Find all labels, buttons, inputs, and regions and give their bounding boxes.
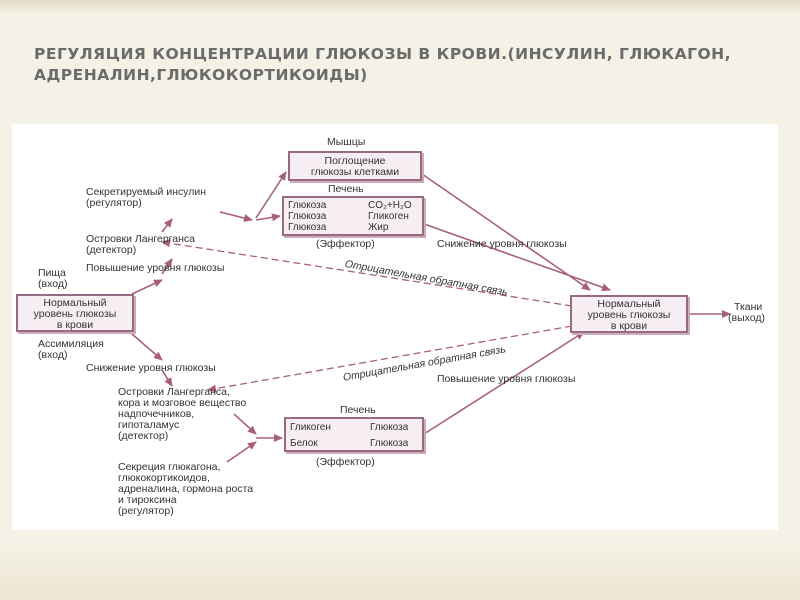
feedback-line-top (161, 239, 573, 307)
muscle-uptake-box: Поглощение глюкозы клетками (288, 151, 422, 181)
assimilation-input-1: Ассимиляция (38, 338, 104, 350)
normal-glucose-right-box: Нормальный уровень глюкозы в крови (570, 295, 688, 333)
effector-top-label: (Эффектор) (316, 238, 375, 250)
muscle-box-line-1: Поглощение (324, 155, 386, 167)
liver-bottom-row-1-to: Глюкоза (370, 422, 409, 433)
muscle-box-line-2: глюкозы клетками (310, 166, 400, 178)
arrow-to-muscles (255, 171, 287, 219)
normal-left-line-1: Нормальный (43, 297, 107, 309)
slide-title: РЕГУЛЯЦИЯ КОНЦЕНТРАЦИИ ГЛЮКОЗЫ В КРОВИ.(… (34, 45, 732, 84)
liver-bottom-box: Гликоген Глюкоза Белок Глюкоза (284, 417, 424, 452)
diagram-panel: Мышцы Поглощение глюкозы клетками Печень… (12, 124, 778, 530)
liver-top-label: Печень (328, 183, 364, 195)
feedback-line-bottom (207, 325, 573, 393)
tissues-output-1: Ткани (734, 301, 763, 313)
tissues-output-2: (выход) (728, 312, 765, 324)
insulin-label-2: (регулятор) (86, 197, 142, 209)
islets-bottom-3: надпочечников, (118, 408, 195, 420)
secretion-3: адреналина, гормона роста (118, 483, 254, 495)
muscles-label: Мышцы (327, 136, 366, 148)
food-input-2: (вход) (38, 278, 68, 290)
normal-left-line-2: уровень глюкозы (33, 308, 117, 320)
glucose-rise-right: Повышение уровня глюкозы (437, 373, 576, 385)
liver-top-row-1-from: Глюкоза (288, 200, 327, 211)
normal-right-line-2: уровень глюкозы (587, 309, 671, 321)
secretion-4: и тироксина (118, 494, 177, 506)
liver-bottom-row-2-from: Белок (290, 438, 318, 449)
food-input-1: Пища (38, 267, 66, 279)
islets-bottom-4: гипоталамус (118, 419, 180, 431)
effector-bottom-label: (Эффектор) (316, 456, 375, 468)
normal-right-line-1: Нормальный (597, 298, 661, 310)
secretion-5: (регулятор) (118, 505, 174, 517)
liver-top-row-1-to: CO₂+H₂O (368, 200, 412, 211)
secretion-1: Секреция глюкагона, (118, 461, 221, 473)
slide-bottom-band (0, 540, 800, 600)
liver-top-row-3-from: Глюкоза (288, 222, 327, 233)
arrow-insulin (219, 211, 253, 222)
arrow-rise-to-islets (161, 258, 173, 275)
glucose-drop-right: Снижение уровня глюкозы (437, 238, 567, 250)
liver-bottom-row-2-to: Глюкоза (370, 438, 409, 449)
arrow-drop-to-islets (161, 369, 173, 387)
normal-glucose-left-box: Нормальный уровень глюкозы в крови (16, 294, 134, 332)
liver-top-row-2-to: Гликоген (368, 211, 409, 222)
glucose-rise-left: Повышение уровня глюкозы (86, 262, 225, 274)
islets-bottom-2: кора и мозговое вещество (118, 397, 247, 409)
arrow-normal-to-drop (131, 333, 163, 361)
normal-left-line-3: в крови (56, 319, 94, 331)
arrow-normal-to-rise (131, 279, 163, 295)
islets-top-1: Островки Лангерганса (86, 233, 195, 245)
liver-bottom-row-1-from: Гликоген (290, 422, 331, 433)
liver-top-box: Глюкоза CO₂+H₂O Глюкоза Гликоген Глюкоза… (282, 196, 424, 236)
liver-top-row-3-to: Жир (368, 222, 389, 233)
normal-right-line-3: в крови (610, 320, 648, 332)
arrow-liver-to-normal (423, 223, 611, 292)
slide-top-band (0, 0, 800, 14)
liver-bottom-label: Печень (340, 404, 376, 416)
arrow-islets-to-insulin (161, 218, 173, 233)
islets-top-2: (детектор) (86, 244, 137, 256)
secretion-2: глюкокортикоидов, (118, 472, 210, 484)
arrow-muscles-to-normal (421, 173, 591, 291)
insulin-label-1: Секретируемый инсулин (86, 186, 206, 198)
assimilation-input-2: (вход) (38, 349, 68, 361)
arrow-secretion-to-liver (226, 441, 257, 463)
diagram-arrows (131, 171, 731, 463)
glucose-drop-left: Снижение уровня глюкозы (86, 362, 216, 374)
arrow-islets-to-liver (233, 413, 257, 435)
islets-bottom-1: Островки Лангерганса, (118, 386, 230, 398)
islets-bottom-5: (детектор) (118, 430, 169, 442)
arrow-to-liver-top (255, 213, 281, 222)
liver-top-row-2-from: Глюкоза (288, 211, 327, 222)
arrow-liver-bottom-to-normal (423, 331, 585, 435)
